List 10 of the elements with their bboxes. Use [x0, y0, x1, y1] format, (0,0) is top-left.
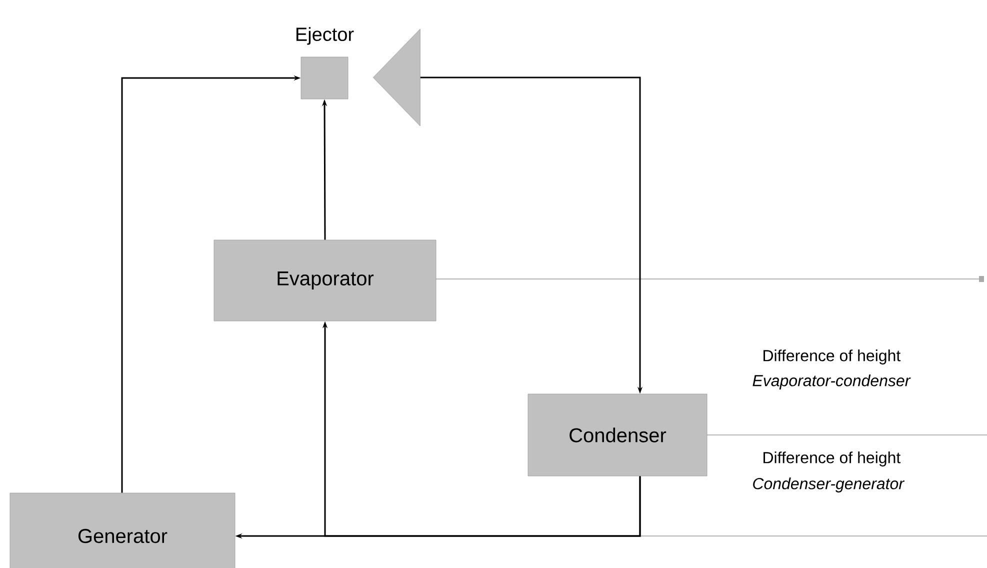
condenser-box: Condenser	[528, 394, 708, 476]
height-label: Difference of height	[764, 452, 901, 466]
ejector-box: Ejector	[296, 27, 354, 100]
diffuser-triangle	[372, 28, 420, 126]
height-label: Condenser-generator	[753, 478, 905, 492]
height-label: Difference of height	[764, 350, 901, 364]
node-label: Ejector	[296, 27, 354, 45]
evaporator-box: Evaporator	[214, 240, 436, 322]
generator-box: Generator	[10, 492, 236, 568]
height-label: Evaporator-condenser	[752, 374, 911, 390]
